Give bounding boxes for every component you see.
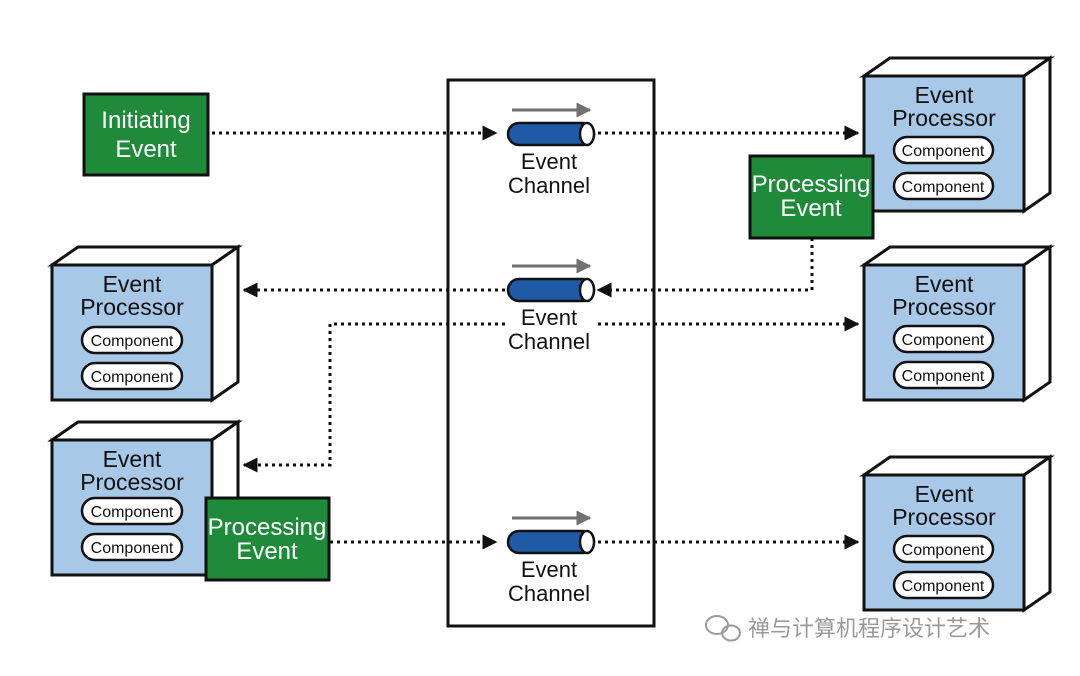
processor-ml-component-2: Component	[91, 369, 174, 386]
processing-event-bl-line1: Processing	[208, 514, 327, 541]
processor-mr-component-1: Component	[902, 332, 985, 349]
processing-event-top-right: Processing Event	[748, 154, 875, 240]
connector-processing-event-tr-to-channel-2	[596, 238, 814, 298]
processor-mr-component-2: Component	[902, 368, 985, 385]
watermark: 禅与计算机程序设计艺术	[705, 615, 990, 642]
processor-tr-line2: Processor	[892, 105, 996, 131]
event-channel-2-line1: Event	[521, 305, 577, 330]
processor-bl-component-2: Component	[91, 540, 174, 557]
processor-br-component-1: Component	[902, 542, 985, 559]
event-channel-2-line2: Channel	[508, 329, 590, 354]
event-channel-1-line2: Channel	[508, 173, 590, 198]
connectors	[212, 125, 860, 550]
event-channel-2: Event Channel	[506, 258, 596, 354]
initiating-event-line2: Event	[115, 136, 177, 163]
processing-event-bl-line2: Event	[236, 538, 298, 565]
watermark-text: 禅与计算机程序设计艺术	[748, 617, 990, 642]
processing-event-bottom-left: Processing Event	[204, 496, 331, 582]
initiating-event-line1: Initiating	[101, 107, 190, 134]
event-channel-1: Event Channel	[506, 102, 596, 198]
processor-bl-line2: Processor	[80, 469, 184, 495]
processor-tr-component-2: Component	[902, 179, 985, 196]
event-processor-middle-left: Event Processor Component Component	[47, 244, 243, 403]
event-channel-1-line1: Event	[521, 149, 577, 174]
event-channel-3-line2: Channel	[508, 581, 590, 606]
processor-mr-line2: Processor	[892, 294, 996, 320]
processor-mr-line1: Event	[915, 271, 974, 297]
processor-bl-component-1: Component	[91, 504, 174, 521]
processor-br-line1: Event	[915, 481, 974, 507]
event-processor-top-right: Event Processor Component Component	[859, 55, 1055, 214]
initiating-event-box: Initiating Event	[82, 92, 210, 177]
connector-channel-2-to-processor-bl	[242, 322, 505, 473]
event-processor-middle-right: Event Processor Component Component	[859, 244, 1055, 403]
processor-br-component-2: Component	[902, 578, 985, 595]
processor-ml-line1: Event	[103, 271, 162, 297]
processor-ml-line2: Processor	[80, 294, 184, 320]
processing-event-tr-line2: Event	[780, 195, 842, 222]
event-channel-3-line1: Event	[521, 557, 577, 582]
processor-br-line2: Processor	[892, 504, 996, 530]
event-channel-3: Event Channel	[506, 510, 596, 606]
wechat-icon	[705, 615, 741, 642]
event-processor-bottom-right: Event Processor Component Component	[859, 454, 1055, 613]
processor-tr-component-1: Component	[902, 143, 985, 160]
processor-ml-component-1: Component	[91, 333, 174, 350]
processor-tr-line1: Event	[915, 82, 974, 108]
processor-bl-line1: Event	[103, 446, 162, 472]
processing-event-tr-line1: Processing	[752, 171, 871, 198]
